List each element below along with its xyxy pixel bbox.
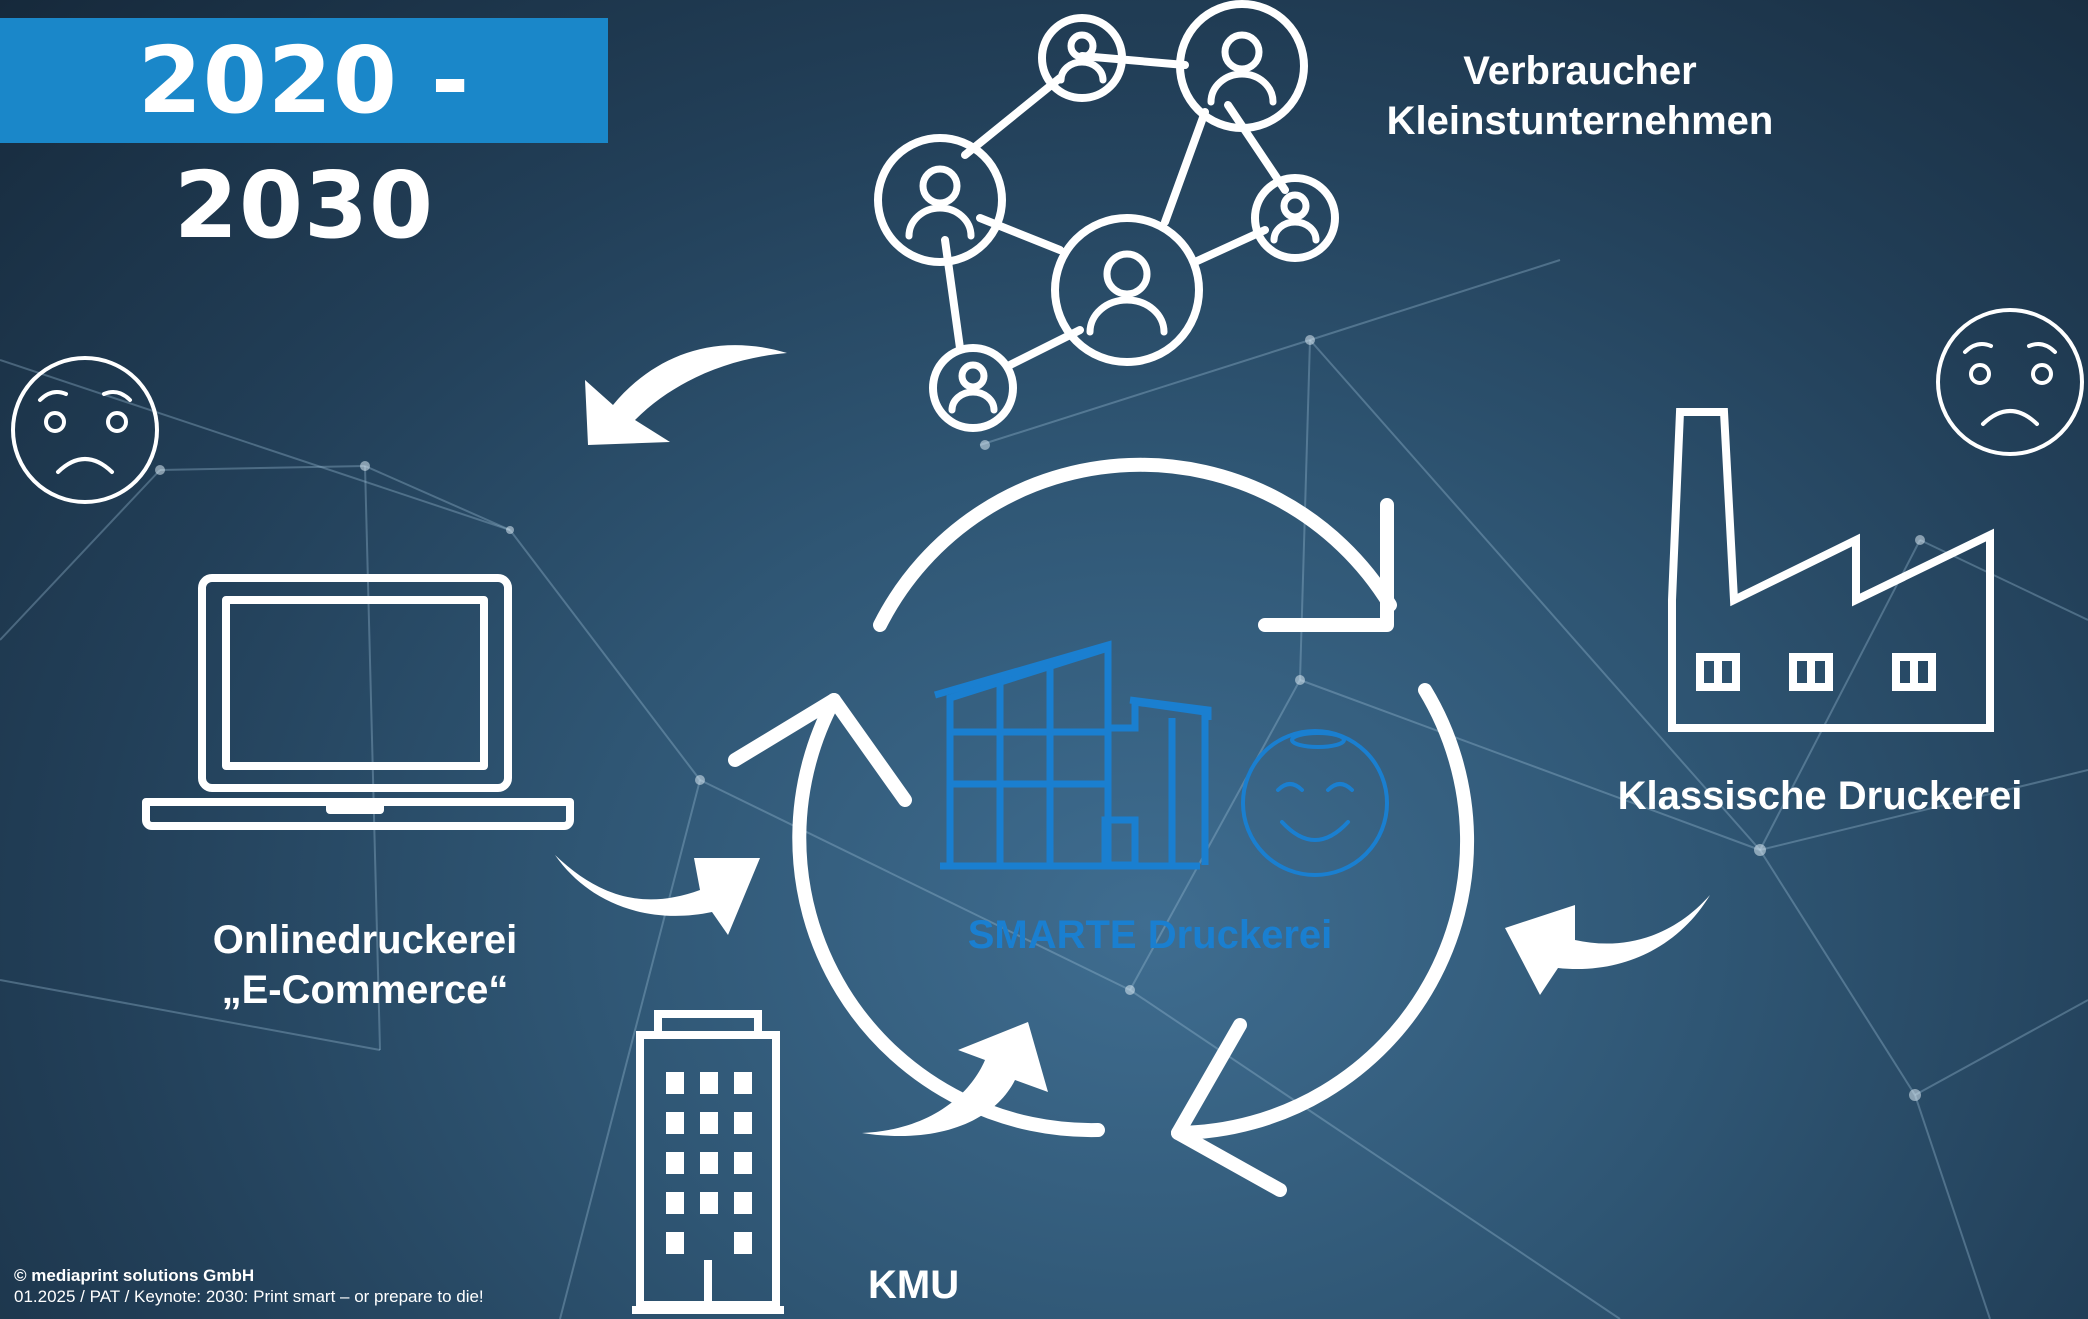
swoosh-arrows bbox=[555, 345, 1710, 1137]
office-building-icon bbox=[632, 1010, 784, 1314]
smart-printer-label: SMARTE Druckerei bbox=[967, 913, 1333, 957]
footer-copyright: © mediaprint solutions GmbH bbox=[14, 1266, 255, 1285]
kmu-label: KMU bbox=[868, 1263, 960, 1307]
year-range-badge: 2020 - 2030 bbox=[0, 18, 608, 259]
people-network-icon bbox=[874, 0, 1339, 432]
online-printer-label: Onlinedruckerei „E-Commerce“ bbox=[165, 915, 565, 1015]
cycle-arrows bbox=[728, 457, 1475, 1197]
consumer-label: Verbraucher Kleinstunternehmen bbox=[1380, 46, 1780, 146]
modern-building-icon bbox=[934, 640, 1212, 870]
footer: © mediaprint solutions GmbH 01.2025 / PA… bbox=[14, 1265, 484, 1307]
factory-icon bbox=[1668, 408, 1994, 732]
laptop-icon bbox=[142, 574, 574, 830]
angel-smiley-icon bbox=[1241, 729, 1389, 877]
online-printer-label-line1: Onlinedruckerei bbox=[212, 918, 518, 962]
sad-face-icon bbox=[11, 356, 159, 504]
classic-printer-label: Klassische Druckerei bbox=[1617, 774, 2023, 818]
sad-face-icon bbox=[1936, 308, 2084, 456]
online-printer-label-line2: „E-Commerce“ bbox=[221, 968, 509, 1012]
consumer-label-line1: Verbraucher bbox=[1463, 49, 1697, 93]
footer-subline: 01.2025 / PAT / Keynote: 2030: Print sma… bbox=[14, 1287, 484, 1306]
consumer-label-line2: Kleinstunternehmen bbox=[1386, 99, 1774, 143]
